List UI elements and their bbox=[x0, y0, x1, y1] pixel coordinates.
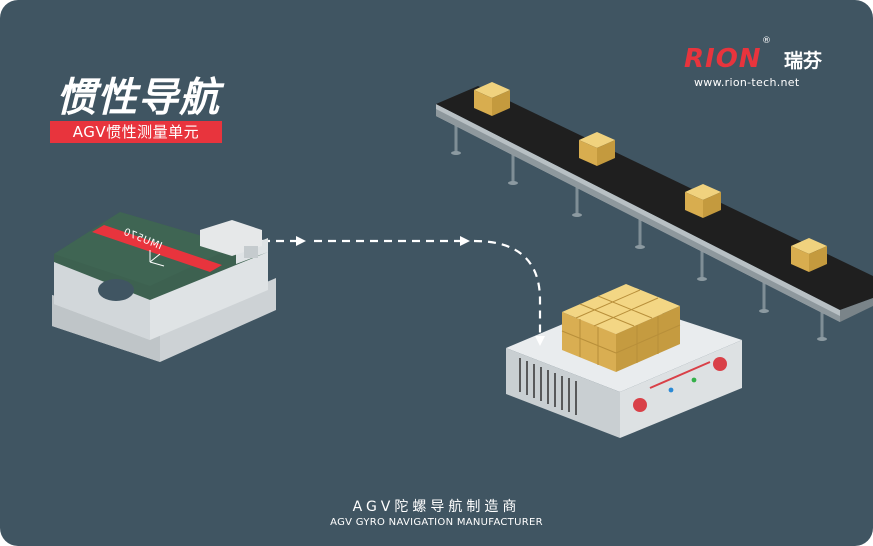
agv-cart-icon bbox=[506, 284, 742, 438]
footer-tagline-en: AGV GYRO NAVIGATION MANUFACTURER bbox=[330, 517, 543, 528]
website-url: www.rion-tech.net bbox=[694, 76, 800, 89]
conveyor-icon bbox=[436, 86, 873, 341]
brand-logo-text: RION bbox=[684, 44, 762, 74]
subtitle-badge: AGV惯性测量单元 bbox=[50, 121, 222, 143]
brand-logo-cn: 瑞芬 bbox=[784, 50, 823, 72]
brand-logo: RION ® 瑞芬 bbox=[684, 36, 828, 92]
conveyor-boxes bbox=[474, 82, 827, 272]
agv-cargo bbox=[561, 284, 681, 372]
brand-registered: ® bbox=[762, 36, 771, 46]
imu-device-icon bbox=[52, 212, 276, 362]
page-title: 惯性导航 bbox=[56, 75, 220, 121]
footer-tagline-cn: AGV陀螺导航制造商 bbox=[352, 499, 521, 515]
arrow-dashed-icon bbox=[220, 239, 542, 338]
